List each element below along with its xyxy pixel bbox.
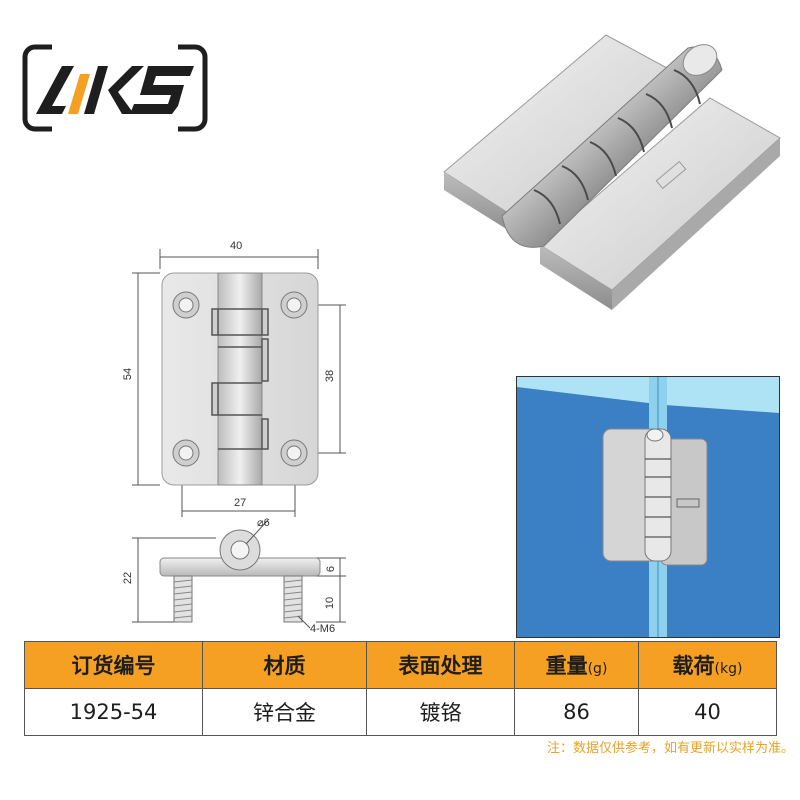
- header-load: 载荷(kg): [638, 641, 777, 689]
- front-view-drawing: [132, 249, 346, 517]
- dim-screw-length: 10: [324, 596, 337, 610]
- side-view-drawing: [132, 519, 346, 629]
- cell-finish: 镀铬: [366, 688, 515, 736]
- brand-logo: [22, 44, 208, 132]
- cell-weight: 86: [514, 688, 639, 736]
- dim-width: 40: [230, 240, 243, 252]
- cell-order-no: 1925-54: [24, 688, 203, 736]
- spec-table: 订货编号 材质 表面处理 重量(g) 载荷(kg) 1925-54 锌合金 镀铬…: [24, 641, 777, 736]
- dim-hole-spacing-vertical: 38: [324, 369, 337, 383]
- header-finish: 表面处理: [366, 641, 515, 689]
- dim-pin-diameter: ⌀6: [257, 517, 270, 529]
- dim-height: 54: [122, 367, 135, 381]
- disclaimer-note: 注：数据仅供参考，如有更新以实样为准。: [546, 741, 794, 756]
- dim-leaf-thickness: 6: [325, 565, 338, 573]
- header-material: 材质: [202, 641, 367, 689]
- table-row: 1925-54 锌合金 镀铬 86 40: [24, 688, 777, 736]
- header-order-no: 订货编号: [24, 641, 203, 689]
- aiks-logo-icon: [22, 44, 208, 132]
- installation-image: [516, 376, 780, 638]
- hinge-render-image: [443, 34, 781, 310]
- cell-load: 40: [638, 688, 777, 736]
- dim-total-height: 22: [122, 571, 135, 585]
- dim-hole-spacing-horizontal: 27: [234, 497, 247, 509]
- header-weight: 重量(g): [514, 641, 639, 689]
- table-header-row: 订货编号 材质 表面处理 重量(g) 载荷(kg): [24, 641, 777, 689]
- dim-screw-spec: 4-M6: [310, 623, 336, 635]
- cell-material: 锌合金: [202, 688, 367, 736]
